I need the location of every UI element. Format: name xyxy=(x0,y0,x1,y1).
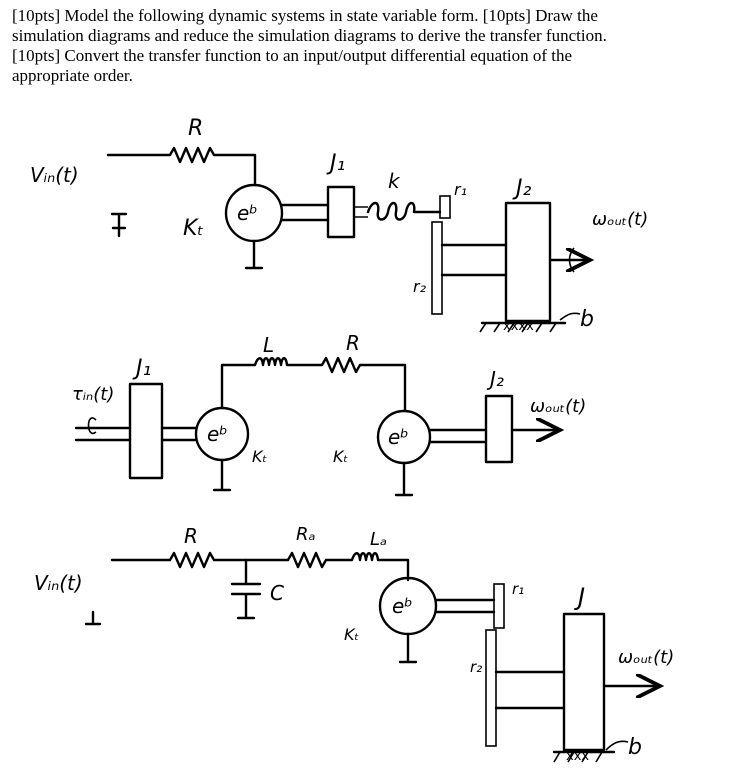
s3-r2-label: r₂ xyxy=(470,658,482,676)
s1-output-label: ωₒᵤₜ(t) xyxy=(592,209,648,230)
s3-output-label: ωₒᵤₜ(t) xyxy=(618,647,674,668)
s3-ra-label: Rₐ xyxy=(296,524,316,545)
s2-loop-wire xyxy=(220,356,407,412)
s2-j2-label: J₂ xyxy=(486,367,504,391)
s3-gear-r1 xyxy=(493,583,505,629)
s2-bemf-right: eᵇ xyxy=(388,425,409,449)
s2-shaft-1 xyxy=(160,426,198,442)
s1-inertia-j2 xyxy=(504,201,552,323)
s1-shaft-1 xyxy=(280,203,330,222)
s3-inertia-j xyxy=(562,612,606,752)
s1-inertia-j1 xyxy=(326,185,356,239)
s3-la-label: Lₐ xyxy=(370,529,387,550)
s1-gear-r1 xyxy=(439,195,451,219)
s1-bemf-label: eᵇ xyxy=(237,201,258,225)
problem-line-2: simulation diagrams and reduce the simul… xyxy=(12,26,607,45)
s2-ground-left xyxy=(212,458,232,492)
s2-inductor-label: L xyxy=(263,333,274,357)
s3-input-label: Vᵢₙ(t) xyxy=(34,571,83,595)
s1-damper-marks: xxxx xyxy=(503,319,534,334)
s1-motor-ground xyxy=(244,239,264,270)
s1-ground-hatch xyxy=(479,322,557,333)
s2-input-rotation xyxy=(87,417,97,435)
s1-r1-label: r₁ xyxy=(454,180,467,199)
s2-ground-right xyxy=(394,461,414,497)
s1-gear-r2 xyxy=(431,221,443,315)
problem-line-4: appropriate order. xyxy=(12,66,133,85)
s1-damper-pointer xyxy=(559,312,581,321)
s1-source-symbol xyxy=(110,212,128,238)
system-2-diagram: τᵢₙ(t) J₁ eᵇ Kₜ L R eᵇ Kₜ J₂ ωₒᵤₜ(t) xyxy=(72,331,586,497)
s2-kt-left: Kₜ xyxy=(252,447,267,466)
s1-resistor-wire xyxy=(106,146,257,187)
s3-capacitor xyxy=(230,558,262,620)
s3-bemf-label: eᵇ xyxy=(392,594,413,618)
s2-input-label: τᵢₙ(t) xyxy=(72,384,114,405)
s2-inertia-j1 xyxy=(128,382,164,480)
s1-resistor-label: R xyxy=(188,116,203,141)
s2-shaft-in xyxy=(74,426,132,442)
s1-spring xyxy=(366,201,442,221)
s2-shaft-2 xyxy=(428,428,488,444)
s1-kt-label: Kₜ xyxy=(183,216,204,241)
s3-j-label: J xyxy=(574,583,585,611)
s1-shaft-3 xyxy=(440,243,508,277)
s3-kt-label: Kₜ xyxy=(344,625,359,644)
s2-j1-label: J₁ xyxy=(132,356,151,381)
s3-capacitor-label: C xyxy=(270,581,284,605)
s3-shaft-2 xyxy=(494,670,566,710)
s1-shaft-2 xyxy=(354,206,368,218)
s3-gear-r2 xyxy=(485,629,497,747)
s1-j2-label: J₂ xyxy=(512,176,531,201)
s3-armature-wire xyxy=(286,551,410,582)
s1-j1-label: J₁ xyxy=(326,151,345,176)
system-1-diagram: Vᵢₙ(t) R Kₜ eᵇ J₁ k r₁ r₂ J₂ ωₒᵤₜ(t) xxx xyxy=(30,116,648,334)
s3-resistor-label: R xyxy=(184,524,198,548)
s3-ground-hatch xyxy=(553,751,603,763)
s1-rotation-mark xyxy=(568,247,575,273)
s1-r2-label: r₂ xyxy=(413,277,427,296)
s1-damping-label: b xyxy=(580,307,594,332)
s2-bemf-left: eᵇ xyxy=(207,422,228,446)
s2-kt-right: Kₜ xyxy=(333,447,348,466)
s3-damping-label: b xyxy=(628,735,642,760)
s3-r1-label: r₁ xyxy=(512,580,524,598)
s3-motor-ground xyxy=(398,632,418,664)
problem-line-1: [10pts] Model the following dynamic syst… xyxy=(12,6,598,25)
problem-statement: [10pts] Model the following dynamic syst… xyxy=(12,6,732,86)
s2-inertia-j2 xyxy=(484,394,514,464)
s3-source-symbol xyxy=(84,610,102,626)
s3-damper-pointer xyxy=(605,740,629,751)
s3-shaft-1 xyxy=(434,598,496,614)
s2-output-label: ωₒᵤₜ(t) xyxy=(530,396,586,417)
s1-input-label: Vᵢₙ(t) xyxy=(30,163,79,187)
s3-resistor-wire xyxy=(110,551,290,569)
s1-spring-label: k xyxy=(388,169,401,193)
s2-resistor-label: R xyxy=(346,331,360,355)
system-3-diagram: Vᵢₙ(t) R C Rₐ Lₐ eᵇ Kₜ r₁ r₂ J ωₒᵤₜ(t) x… xyxy=(34,524,674,764)
problem-line-3: [10pts] Convert the transfer function to… xyxy=(12,46,573,65)
